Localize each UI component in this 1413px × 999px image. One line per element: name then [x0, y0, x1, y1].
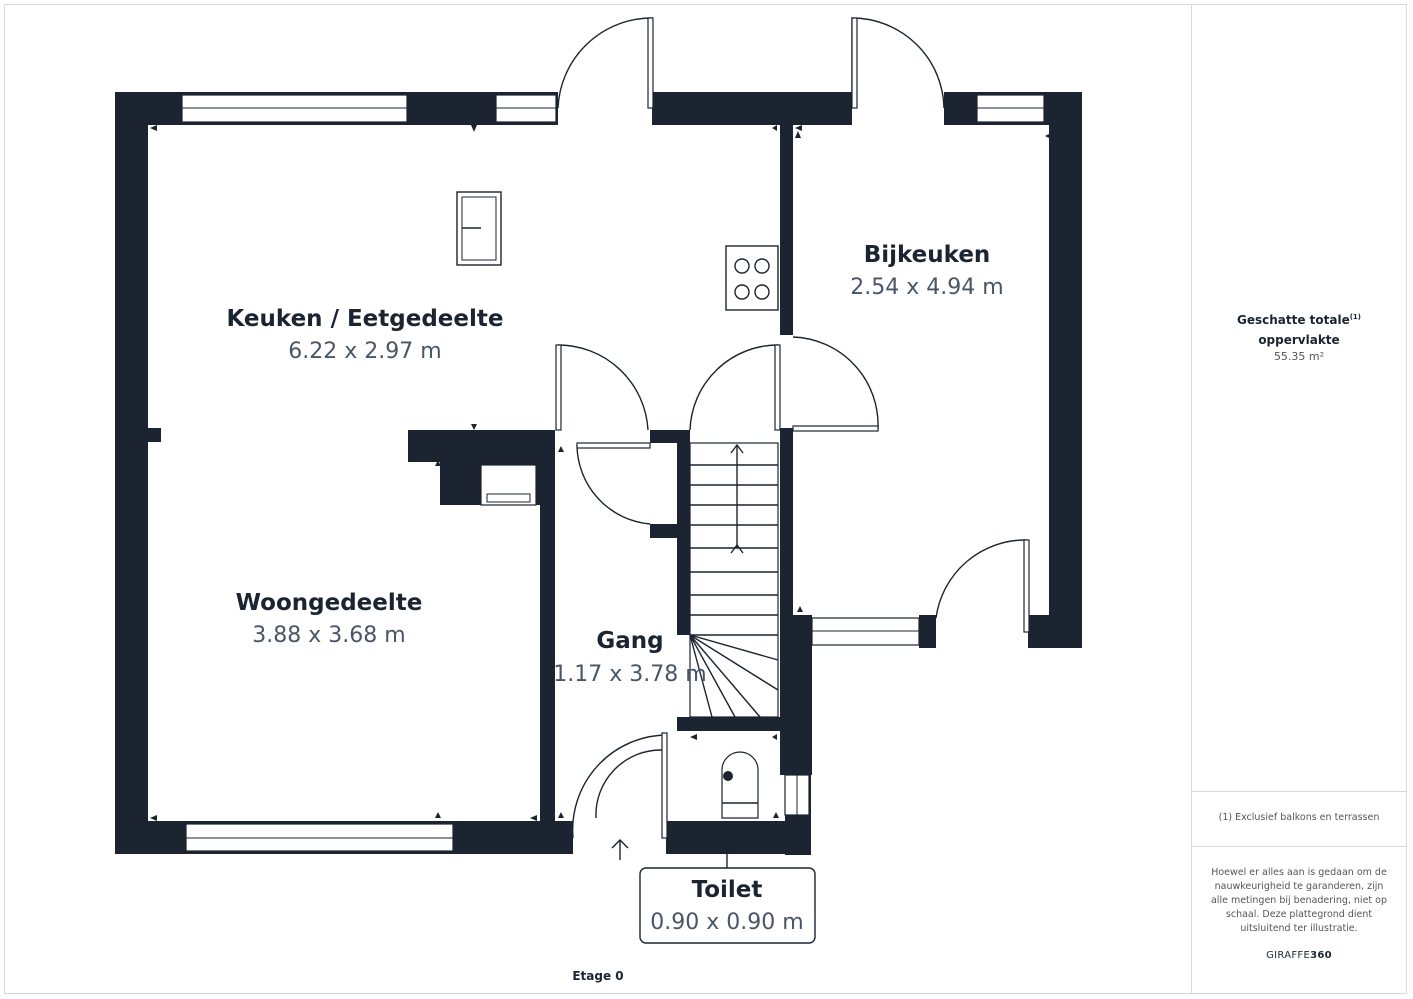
wall [677, 717, 785, 731]
wall [148, 428, 161, 442]
room-name-woongedeelte: Woongedeelte [236, 590, 423, 616]
stove [725, 245, 779, 311]
wall [540, 430, 555, 830]
staircase [689, 442, 779, 718]
wall [1049, 92, 1082, 648]
wall [780, 615, 812, 775]
page-frame [4, 4, 1407, 994]
disclaimer: Hoewel er alles aan is gedaan om de nauw… [1210, 867, 1387, 934]
wall [780, 125, 793, 335]
room-dims-woongedeelte: 3.88 x 3.68 m [252, 623, 405, 648]
wall [677, 430, 690, 635]
room-dims-gang: 1.17 x 3.78 m [553, 662, 706, 687]
door-swing [689, 344, 779, 431]
door-swing [935, 539, 1027, 632]
brand-number: 360 [1310, 950, 1332, 961]
toilet-label-box [639, 867, 816, 944]
sidebar-divider [1191, 846, 1407, 847]
footnote: (1) Exclusief balkons en terrassen [1218, 812, 1380, 823]
toilet-dot [723, 771, 733, 781]
brand-name: GIRAFFE [1266, 950, 1311, 961]
door-swing [571, 734, 667, 839]
room-name-bijkeuken: Bijkeuken [864, 242, 991, 268]
brand-logo: GIRAFFE360 [1191, 950, 1407, 961]
door-swing [576, 444, 651, 525]
wall [408, 430, 555, 462]
door-swing [557, 17, 653, 109]
area-value: 55.35 m² [1273, 350, 1325, 363]
fireplace-hearth [486, 493, 531, 503]
room-dims-keuken: 6.22 x 2.97 m [288, 339, 441, 364]
area-title-line2: oppervlakte [1258, 333, 1340, 347]
door-swing [792, 336, 879, 429]
entrance-arrow-icon [611, 839, 629, 860]
walls [115, 92, 1082, 855]
door-swing [595, 749, 663, 819]
measurement-markers [150, 125, 1051, 821]
area-title: Geschatte totale(1) oppervlakte [1191, 307, 1407, 350]
room-name-toilet: Toilet [692, 877, 763, 903]
wall [780, 428, 793, 618]
wall [115, 92, 148, 854]
sidebar-divider [1191, 791, 1407, 792]
door-swing [851, 17, 945, 109]
wall [1028, 615, 1082, 648]
sidebar [1191, 4, 1407, 994]
door-swing [557, 344, 649, 431]
wall [919, 615, 936, 648]
room-name-gang: Gang [596, 628, 663, 654]
floor-label: Etage 0 [572, 969, 623, 983]
room-dims-toilet: 0.90 x 0.90 m [650, 910, 803, 935]
floor-plan: Keuken / Eetgedeelte 6.22 x 2.97 m Bijke… [115, 17, 1082, 983]
room-name-keuken: Keuken / Eetgedeelte [227, 306, 504, 332]
room-dims-bijkeuken: 2.54 x 4.94 m [850, 275, 1003, 300]
windows [181, 94, 1045, 852]
toilet-bowl [721, 751, 759, 819]
doors [555, 17, 1030, 839]
wall [652, 92, 852, 125]
area-footnote-marker: (1) [1349, 313, 1362, 321]
area-title-line1: Geschatte totale [1236, 313, 1350, 327]
